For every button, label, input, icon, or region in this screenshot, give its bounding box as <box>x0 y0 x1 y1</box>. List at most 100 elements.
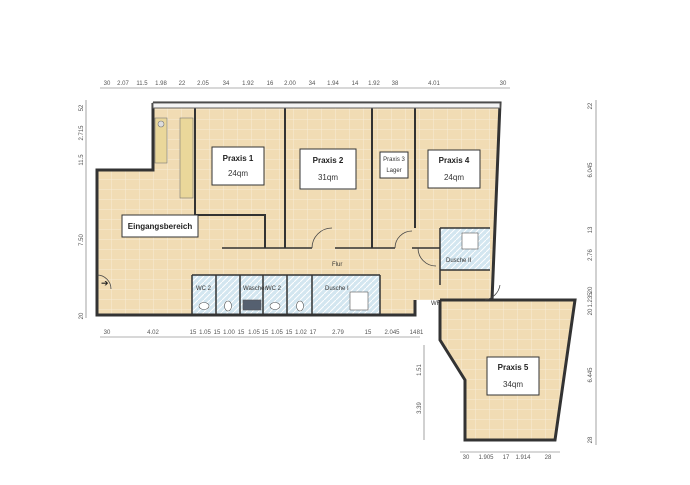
dimension-labels: 30 2.07 11.5 1.98 22 2.05 34 1.92 16 2.00 34 1.94 14… <box>79 81 594 461</box>
toilet-icon <box>198 302 210 310</box>
dimension-label: 11.5 <box>136 81 148 87</box>
dimension-label: 2.715 <box>79 125 85 141</box>
door-praxis3 <box>394 230 413 249</box>
room-wf-label: WF <box>431 301 441 307</box>
dimension-label: 28 <box>545 455 552 461</box>
shower-tray-icon <box>349 291 369 311</box>
walls <box>95 101 577 442</box>
dimension-label: 13 <box>588 226 594 233</box>
dimension-label: 1.94 <box>327 81 339 87</box>
entrance-door <box>96 274 112 290</box>
dimension-label: 2.00 <box>284 81 296 87</box>
dimension-label: 6.445 <box>588 367 594 383</box>
room-praxis4[interactable]: Praxis 4 24qm <box>427 149 481 189</box>
dimension-label: 4.01 <box>428 81 440 87</box>
door-praxis5 <box>484 284 501 301</box>
door-praxis4 <box>417 247 437 267</box>
dimension-label: 15 <box>286 330 293 336</box>
room-area: 34qm <box>503 380 523 389</box>
dimension-label: 1.92 <box>242 81 254 87</box>
dimension-label: 20 <box>588 286 594 293</box>
dimension-label: 15 <box>365 330 372 336</box>
room-praxis5[interactable]: Praxis 5 34qm <box>486 356 540 396</box>
dimension-label: 2.76 <box>588 249 594 261</box>
room-praxis3[interactable]: Praxis 3 Lager <box>379 151 409 179</box>
dimension-label: 2.79 <box>332 330 344 336</box>
dimension-label: 1.05 <box>199 330 211 336</box>
dimension-label: 1.00 <box>223 330 235 336</box>
doors <box>96 227 501 301</box>
windows <box>152 102 501 109</box>
sanitary-block <box>192 275 380 315</box>
dimension-label: 2.05 <box>197 81 209 87</box>
dimension-label: 16 <box>267 81 274 87</box>
room-wc2-label: WC 2 <box>266 286 282 292</box>
room-area: Lager <box>386 168 401 174</box>
room-eingangsbereich[interactable]: Eingangsbereich <box>121 214 199 238</box>
room-area: 24qm <box>228 169 248 178</box>
room-name: Praxis 4 <box>439 156 470 165</box>
room-flur-label: Flur <box>332 262 342 268</box>
room-wc2-label: WC 2 <box>196 286 212 292</box>
room-name: Praxis 2 <box>313 156 344 165</box>
sanitary-fixtures <box>198 232 479 312</box>
room-praxis1[interactable]: Praxis 1 24qm <box>211 146 265 186</box>
dimension-label: 14 <box>410 330 417 336</box>
dimension-label: 17 <box>310 330 317 336</box>
dimension-label: 15 <box>262 330 269 336</box>
dimension-label: 6.045 <box>588 162 594 178</box>
dimension-label: 1.92 <box>368 81 380 87</box>
dimension-label: 34 <box>309 81 316 87</box>
dimension-label: 14 <box>352 81 359 87</box>
room-waschen-label: Waschen <box>243 286 268 292</box>
dimension-label: 17 <box>503 455 510 461</box>
dimension-label: 15 <box>238 330 245 336</box>
dimension-label: 20 <box>79 312 85 319</box>
room-name: Eingangsbereich <box>128 222 193 231</box>
dimension-label: 1.51 <box>417 364 423 376</box>
dimension-label: 22 <box>179 81 186 87</box>
dimension-label: 1.905 <box>478 455 494 461</box>
shower-tray-icon <box>461 232 479 250</box>
dimension-label: 1.02 <box>295 330 307 336</box>
dimension-label: 11.5 <box>79 154 85 166</box>
room-dusche1-label: Dusche I <box>325 286 349 292</box>
dimension-label: 1.05 <box>271 330 283 336</box>
dimension-lines <box>85 87 597 453</box>
dimension-label: 38 <box>392 81 399 87</box>
dimension-label: 2.07 <box>117 81 129 87</box>
room-name: Praxis 1 <box>223 154 254 163</box>
dimension-label: 15 <box>214 330 221 336</box>
sink-icon <box>242 299 262 311</box>
dimension-label: 28 <box>588 436 594 443</box>
dimension-label: 30 <box>104 330 111 336</box>
room-area: 31qm <box>318 173 338 182</box>
room-area: 24qm <box>444 173 464 182</box>
room-name: Praxis 5 <box>498 363 529 372</box>
dimension-label: 1.05 <box>248 330 260 336</box>
dimension-label: 22 <box>588 102 594 109</box>
dimension-label: 30 <box>500 81 507 87</box>
dimension-label: 30 <box>463 455 470 461</box>
toilet-icon <box>296 300 304 312</box>
toilet-icon <box>224 300 232 312</box>
toilet-icon <box>269 302 281 310</box>
door-praxis2 <box>311 227 333 249</box>
room-praxis2[interactable]: Praxis 2 31qm <box>299 148 357 190</box>
kitchen-counter <box>154 117 194 199</box>
room-name: Praxis 3 <box>383 157 405 163</box>
room-dusche2-label: Dusche II <box>446 258 472 264</box>
dimension-label: 1.98 <box>155 81 167 87</box>
dimension-label: 52 <box>79 104 85 111</box>
dimension-label: 3.39 <box>417 402 423 414</box>
dimension-label: 20 <box>588 308 594 315</box>
dimension-label: 7.50 <box>79 234 85 246</box>
entrance-arrow-icon: ➔ <box>101 278 109 288</box>
dimension-label: 30 <box>104 81 111 87</box>
dimension-label: 4.02 <box>147 330 159 336</box>
dimension-label: 34 <box>223 81 230 87</box>
dimension-label: 1.235 <box>588 292 594 308</box>
dimension-label: 15 <box>190 330 197 336</box>
dimension-label: 2.045 <box>384 330 400 336</box>
